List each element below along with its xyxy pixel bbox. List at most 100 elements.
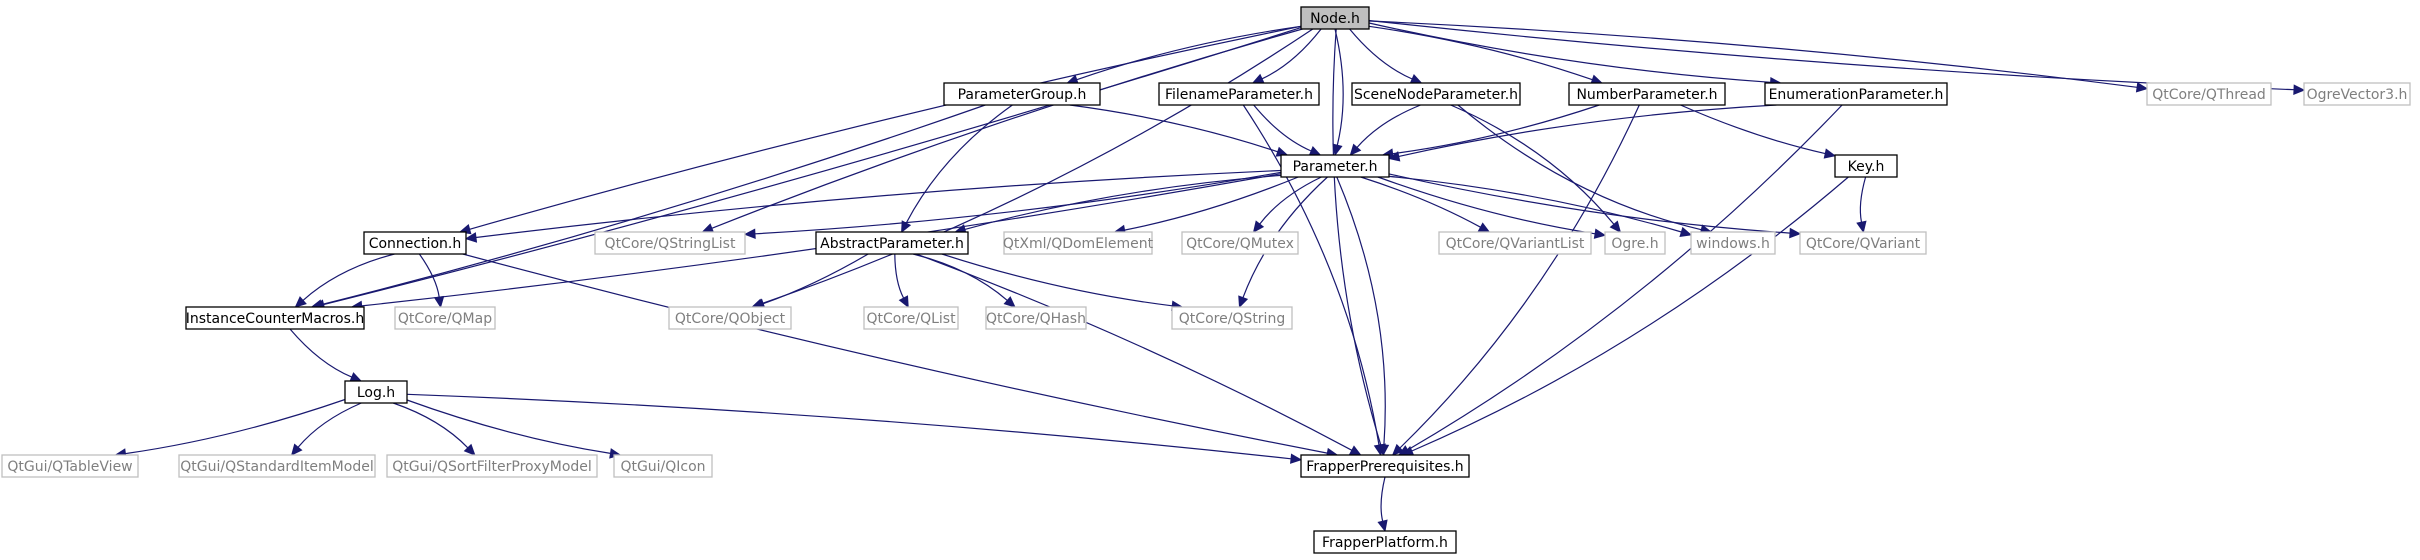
edge-parametergroup-h-to-instancecountermacros-h (310, 104, 986, 310)
edge-line (289, 328, 353, 378)
edge-line (321, 104, 986, 306)
edges-layer (114, 19, 2306, 533)
edge-line (1259, 176, 1322, 225)
edge-arrowhead (743, 228, 756, 239)
node-enumerationparameter-h[interactable]: EnumerationParameter.h (1764, 82, 1948, 106)
edge-node-h-to-qthread (1368, 20, 2149, 93)
node-box (1834, 154, 1898, 178)
edge-line (1261, 28, 1322, 80)
node-box (613, 454, 713, 478)
node-label: FrapperPlatform.h (1322, 535, 1448, 551)
node-filenameparameter-h[interactable]: FilenameParameter.h (1158, 82, 1320, 106)
node-frapperprerequisites-h[interactable]: FrapperPrerequisites.h (1300, 454, 1470, 478)
node-label: EnumerationParameter.h (1769, 87, 1944, 103)
edge-parameter-h-to-qmutex (1252, 176, 1322, 233)
node-label: QtGui/QTableView (7, 459, 132, 475)
edge-line (1450, 104, 1615, 225)
edge-arrowhead (1378, 444, 1390, 457)
node-label: Parameter.h (1293, 159, 1378, 175)
node-box (1181, 231, 1299, 255)
node-box (2303, 82, 2411, 106)
node-label: NumberParameter.h (1576, 87, 1717, 103)
edge-line (1380, 476, 1386, 522)
edge-node-h-to-scenenodeparameter-h (1349, 28, 1423, 84)
node-node-h[interactable]: Node.h (1300, 6, 1370, 30)
node-label: QtCore/QObject (675, 311, 786, 327)
node-label: FrapperPrerequisites.h (1306, 459, 1463, 475)
node-qstring: QtCore/QString (1171, 306, 1293, 330)
node-label: QtCore/QHash (986, 311, 1086, 327)
edge-line (1360, 176, 1481, 228)
edge-line (1368, 19, 2295, 91)
edge-line (1076, 25, 1302, 81)
node-log-h[interactable]: Log.h (344, 380, 408, 404)
node-label: QtGui/QSortFilterProxyModel (392, 459, 592, 475)
edge-arrowhead (1823, 148, 1837, 159)
node-parametergroup-h[interactable]: ParameterGroup.h (943, 82, 1101, 106)
edge-parameter-h-to-windows-h (1388, 175, 1693, 238)
edge-abstractparameter-h-to-qlist (894, 253, 909, 309)
edge-line (125, 398, 346, 455)
edge-numberparameter-h-to-frapperprerequisites-h (1391, 104, 1640, 456)
node-box (863, 306, 959, 330)
edge-arrowhead (1609, 220, 1622, 233)
edge-line (462, 253, 1328, 454)
node-label: QtCore/QVariantList (1446, 236, 1585, 252)
node-label: FilenameParameter.h (1165, 87, 1313, 103)
node-key-h[interactable]: Key.h (1834, 154, 1898, 178)
edge-connection-h-to-instancecountermacros-h (294, 253, 395, 308)
node-connection-h[interactable]: Connection.h (363, 231, 467, 255)
edge-abstractparameter-h-to-qstring (941, 253, 1184, 312)
edge-line (1398, 104, 1777, 157)
edge-scenenodeparameter-h-to-parameter-h (1349, 104, 1421, 156)
edge-arrowhead (294, 296, 307, 308)
edge-line (1368, 25, 1593, 81)
node-scenenodeparameter-h[interactable]: SceneNodeParameter.h (1351, 82, 1521, 106)
node-label: QtXml/QDomElement (1003, 236, 1154, 252)
node-qicon: QtGui/QIcon (613, 454, 713, 478)
edge-log-h-to-qicon (406, 399, 622, 459)
node-qstringlist: QtCore/QStringList (594, 231, 746, 255)
node-label: ParameterGroup.h (958, 87, 1087, 103)
edge-arrowhead (1332, 143, 1343, 157)
edge-parameter-h-to-qvariantlist (1360, 176, 1491, 233)
edge-log-h-to-frapperprerequisites-h (406, 393, 1303, 464)
node-label: windows.h (1696, 236, 1770, 252)
node-qthread: QtCore/QThread (2146, 82, 2272, 106)
node-label: SceneNodeParameter.h (1354, 87, 1518, 103)
node-box (178, 454, 376, 478)
node-label: Connection.h (369, 236, 462, 252)
node-frapperplatform-h[interactable]: FrapperPlatform.h (1313, 530, 1457, 554)
edge-node-h-to-filenameparameter-h (1251, 28, 1322, 84)
node-instancecountermacros-h[interactable]: InstanceCounterMacros.h (185, 306, 365, 330)
node-ogre-h: Ogre.h (1604, 231, 1666, 255)
edge-arrowhead (464, 232, 478, 243)
node-abstractparameter-h[interactable]: AbstractParameter.h (815, 231, 969, 255)
node-box (668, 306, 792, 330)
edge-line (1349, 28, 1413, 80)
edge-arrowhead (1789, 227, 1802, 239)
edge-frapperprerequisites-h-to-frapperplatform-h (1377, 476, 1388, 533)
edge-line (302, 253, 395, 301)
edge-line (905, 104, 1013, 224)
node-label: AbstractParameter.h (820, 236, 964, 252)
edge-scenenodeparameter-h-to-ogre-h (1450, 104, 1622, 233)
node-label: QtGui/QIcon (620, 459, 705, 475)
edge-line (1368, 20, 2138, 88)
edge-key-h-to-qvariant (1856, 176, 1867, 234)
edge-arrowhead (1477, 222, 1491, 233)
edge-line (912, 253, 1008, 301)
edge-line (1069, 104, 1278, 153)
edge-arrowhead (1387, 151, 1401, 162)
edge-arrowhead (1409, 73, 1423, 84)
edge-key-h-to-frapperprerequisites-h (1401, 176, 1849, 456)
edge-line (1336, 176, 1386, 446)
edge-arrowhead (1003, 296, 1016, 308)
node-parameter-h[interactable]: Parameter.h (1280, 154, 1390, 178)
edge-line (1253, 104, 1312, 152)
node-label: Node.h (1310, 11, 1360, 27)
node-numberparameter-h[interactable]: NumberParameter.h (1568, 82, 1726, 106)
edge-arrowhead (1856, 220, 1867, 234)
node-label: QtCore/QString (1179, 311, 1285, 327)
